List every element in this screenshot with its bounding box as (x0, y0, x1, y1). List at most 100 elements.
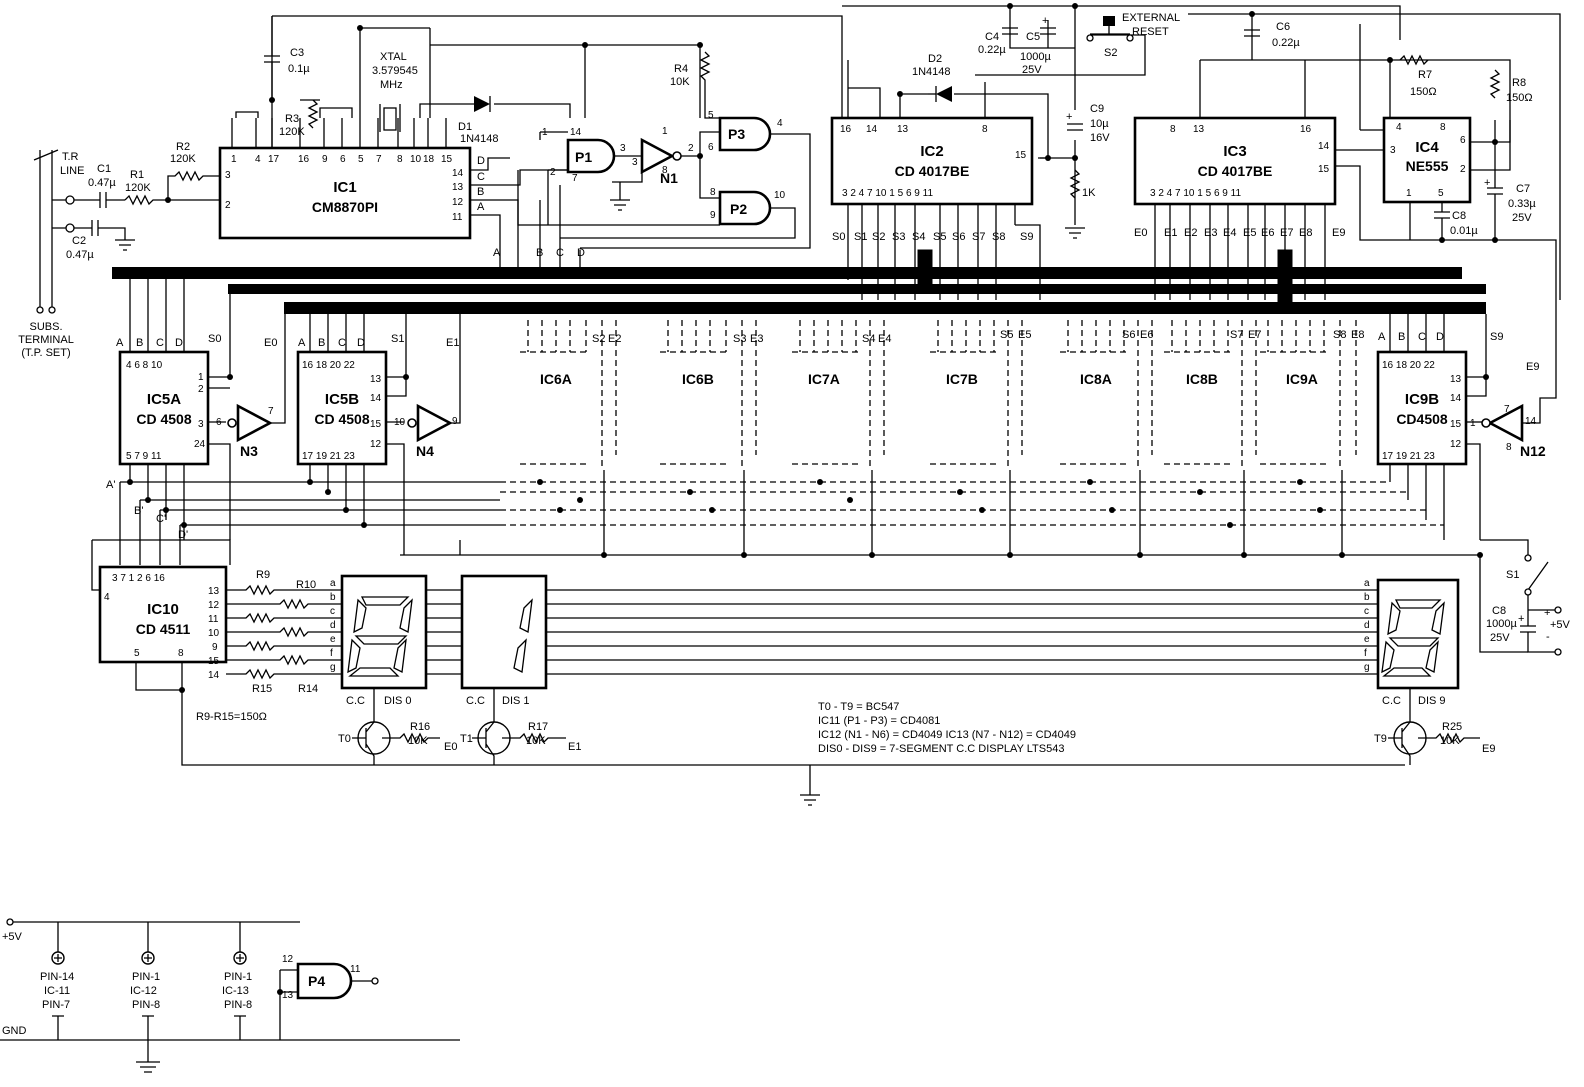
line-label: LINE (60, 165, 84, 177)
dis9-label: DIS 9 (1418, 695, 1446, 707)
svg-text:3: 3 (198, 419, 204, 430)
decoder-output-bus: A' B' C' D' (91, 470, 1480, 591)
t9-label: T9 (1374, 733, 1387, 745)
svg-text:4 6 8 10: 4 6 8 10 (126, 360, 163, 371)
s2-label: S2 (1104, 47, 1117, 59)
seg-f: f (330, 648, 333, 659)
seg-d-right: d (1364, 620, 1370, 631)
ic5a-s0: S0 (208, 333, 221, 345)
r25-value: 10K (1440, 735, 1460, 747)
c7-label: C7 (1516, 183, 1530, 195)
parts-notes: T0 - T9 = BC547 IC11 (P1 - P3) = CD4081 … (818, 701, 1076, 755)
e5: E5 (1243, 227, 1256, 239)
pwr-3-b: IC-13 (222, 985, 249, 997)
svg-text:17 19 21 23: 17 19 21 23 (302, 451, 355, 462)
ic2-part: CD 4017BE (895, 163, 970, 179)
ic2-label: IC2 (920, 143, 943, 160)
d1-label: D1 (458, 121, 472, 133)
gnd-label: GND (2, 1025, 27, 1037)
note-2: IC11 (P1 - P3) = CD4081 (818, 715, 940, 727)
dis9-cc: C.C (1382, 695, 1401, 707)
r7-label: R7 (1418, 69, 1432, 81)
svg-text:16: 16 (298, 154, 310, 165)
mid-s2: S2 (592, 333, 605, 345)
ic5a-d: D (175, 337, 183, 349)
svg-text:12: 12 (452, 197, 464, 208)
svg-text:3: 3 (620, 143, 626, 154)
r1-value: 120K (125, 182, 151, 194)
svg-text:17 19 21 23: 17 19 21 23 (1382, 451, 1435, 462)
c3-value: 0.1µ (288, 63, 310, 75)
mid-s4: S4 (862, 333, 875, 345)
s2: S2 (872, 231, 885, 243)
svg-text:12: 12 (1450, 439, 1462, 450)
svg-text:14: 14 (1450, 393, 1462, 404)
c3-label: C3 (290, 47, 304, 59)
tr-label: T.R (62, 151, 79, 163)
t1-e1: E1 (568, 741, 581, 753)
mid-s6: S6 (1122, 329, 1135, 341)
r3-label: R3 (285, 113, 299, 125)
ic1-bus-d: D (577, 247, 585, 259)
ic1-part: CM8870PI (312, 199, 378, 215)
mid-s7: S7 (1230, 329, 1243, 341)
segment-labels-left: a b c d e f g (330, 578, 336, 673)
svg-text:8: 8 (1506, 442, 1512, 453)
mid-e4: E4 (878, 333, 891, 345)
c8-value: 1000µ (1486, 618, 1517, 630)
seg-b: b (330, 592, 336, 603)
s0: S0 (832, 231, 845, 243)
ic5b-s1: S1 (391, 333, 404, 345)
seg-a: a (330, 578, 336, 589)
c5-value: 1000µ (1020, 51, 1051, 63)
ic6b-label: IC6B (682, 371, 714, 387)
e3: E3 (1204, 227, 1217, 239)
svg-text:8: 8 (1170, 124, 1176, 135)
svg-text:14: 14 (208, 670, 220, 681)
svg-text:11: 11 (350, 964, 361, 975)
svg-text:1: 1 (662, 126, 668, 137)
c7-value: 0.33µ (1508, 198, 1536, 210)
mid-e3: E3 (750, 333, 763, 345)
svg-text:8: 8 (710, 187, 716, 198)
ic9b-part: CD4508 (1396, 411, 1448, 427)
svg-text:4: 4 (1396, 122, 1402, 133)
svg-text:17: 17 (268, 154, 280, 165)
ic6a-label: IC6A (540, 371, 572, 387)
r4-value: 10K (670, 76, 690, 88)
svg-text:6: 6 (708, 142, 714, 153)
seg-a-right: a (1364, 578, 1370, 589)
transistor-t0: T0 E0 R16 10K (338, 721, 457, 765)
t1-label: T1 (460, 733, 473, 745)
c8b-label: C8 (1452, 210, 1466, 222)
svg-text:15: 15 (441, 154, 453, 165)
gate-p2: P2 (730, 201, 747, 217)
seg-c: c (330, 606, 335, 617)
svg-text:13: 13 (1450, 374, 1462, 385)
note-1: T0 - T9 = BC547 (818, 701, 899, 713)
mid-e5: E5 (1018, 329, 1031, 341)
ic5b-block: IC5B CD 4508 16 18 20 22 17 19 21 23 131… (296, 314, 461, 555)
ic10-label: IC10 (147, 601, 179, 618)
ic5a-block: IC5A CD 4508 4 6 8 10 5 7 9 11 12 324 A … (116, 279, 286, 540)
svg-text:15: 15 (1450, 419, 1462, 430)
ic7b-label: IC7B (946, 371, 978, 387)
svg-text:10: 10 (774, 190, 786, 201)
supply-wiring (235, 5, 1561, 300)
d2-value: 1N4148 (912, 66, 951, 78)
c1-value: 0.47µ (88, 177, 116, 189)
ic5a-part: CD 4508 (136, 411, 191, 427)
seg-c-right: c (1364, 606, 1369, 617)
svg-text:10: 10 (208, 628, 220, 639)
svg-text:14: 14 (570, 127, 582, 138)
dis0-cc: C.C (346, 695, 365, 707)
svg-text:13: 13 (452, 182, 464, 193)
pwr-1-a: PIN-14 (40, 971, 74, 983)
seg-f-right: f (1364, 648, 1367, 659)
svg-text:10: 10 (394, 417, 406, 428)
display-dis9: C.C DIS 9 (1376, 578, 1460, 722)
xtal-freq: 3.579545 (372, 65, 418, 77)
svg-text:9: 9 (452, 416, 458, 427)
ic9b-d: D (1436, 331, 1444, 343)
